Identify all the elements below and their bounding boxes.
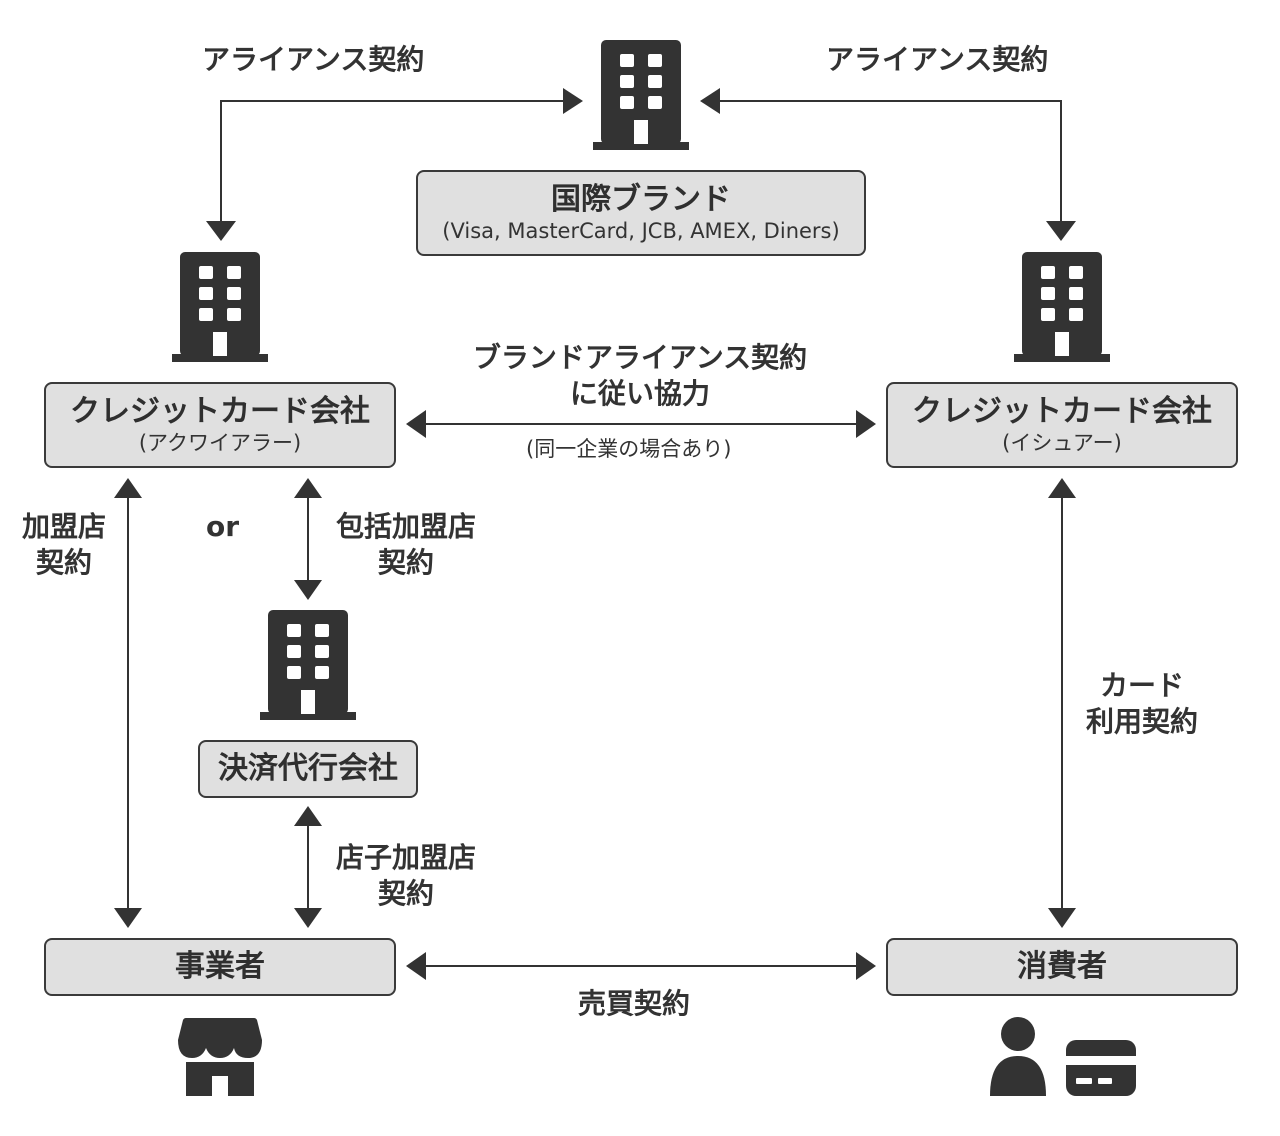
arrowhead-sales-right <box>856 952 876 980</box>
psp-box: 決済代行会社 <box>198 740 418 798</box>
arrowhead-alliance-right-left <box>700 88 720 114</box>
issuer-building-icon <box>1014 252 1110 362</box>
acquirer-title: クレジットカード会社 <box>70 394 370 429</box>
or-label: or <box>206 510 240 543</box>
issuer-box: クレジットカード会社 (イシュアー) <box>886 382 1238 468</box>
arrowhead-sub-merchant-down <box>294 908 322 928</box>
comprehensive-contract-label: 包括加盟店 契約 <box>324 509 488 581</box>
brand-alliance-label: ブランドアライアンス契約 に従い協力 <box>440 340 840 412</box>
sub-merchant-contract-label-line2: 契約 <box>377 877 434 910</box>
sales-contract-label: 売買契約 <box>578 987 691 1020</box>
merchant-contract-label-line1: 加盟店 <box>21 510 106 543</box>
brand-alliance-label-line2: に従い協力 <box>569 377 710 410</box>
comprehensive-contract-label-line1: 包括加盟店 <box>335 510 476 543</box>
alliance-left-label: アライアンス契約 <box>202 43 425 76</box>
same-company-note: (同一企業の場合あり) <box>526 437 732 461</box>
credit-card-icon <box>1066 1040 1136 1096</box>
arrowhead-merchant-up <box>114 478 142 498</box>
merchant-contract-label: 加盟店 契約 <box>14 509 114 581</box>
brand-building-icon <box>593 40 689 150</box>
arrowhead-alliance-left-down <box>206 221 236 241</box>
arrowhead-sub-merchant-up <box>294 806 322 826</box>
acquirer-building-icon <box>172 252 268 362</box>
arrowhead-sales-left <box>406 952 426 980</box>
brand-title: 国際ブランド <box>551 182 731 217</box>
alliance-right-label: アライアンス契約 <box>826 43 1049 76</box>
arrowhead-brand-alliance-right <box>856 410 876 438</box>
consumer-title: 消費者 <box>1017 949 1107 984</box>
arrowhead-comprehensive-up <box>294 478 322 498</box>
brand-alliance-label-line1: ブランドアライアンス契約 <box>472 341 808 374</box>
psp-building-icon <box>260 610 356 720</box>
arrowhead-card-use-down <box>1048 908 1076 928</box>
alliance-left-line <box>220 100 569 225</box>
brand-box: 国際ブランド (Visa, MasterCard, JCB, AMEX, Din… <box>416 170 866 256</box>
arrowhead-card-use-up <box>1048 478 1076 498</box>
issuer-title: クレジットカード会社 <box>912 394 1212 429</box>
arrowhead-alliance-right-down <box>1046 221 1076 241</box>
acquirer-box: クレジットカード会社 (アクワイアラー) <box>44 382 396 468</box>
comprehensive-contract-label-line2: 契約 <box>377 546 434 579</box>
card-use-contract-label-line2: 利用契約 <box>1085 705 1198 738</box>
merchant-box: 事業者 <box>44 938 396 996</box>
merchant-title: 事業者 <box>175 949 265 984</box>
arrowhead-comprehensive-down <box>294 580 322 600</box>
acquirer-subtitle: (アクワイアラー) <box>138 431 302 455</box>
arrowhead-brand-alliance-left <box>406 410 426 438</box>
card-use-contract-label-line1: カード <box>1099 669 1184 702</box>
consumer-box: 消費者 <box>886 938 1238 996</box>
issuer-subtitle: (イシュアー) <box>1002 431 1122 455</box>
brand-subtitle: (Visa, MasterCard, JCB, AMEX, Diners) <box>442 219 840 243</box>
arrowhead-alliance-left-right <box>563 88 583 114</box>
merchant-contract-label-line2: 契約 <box>35 546 92 579</box>
card-use-contract-label: カード 利用契約 <box>1072 668 1212 740</box>
sub-merchant-contract-label-line1: 店子加盟店 <box>335 841 476 874</box>
alliance-right-line <box>713 100 1062 225</box>
store-icon <box>178 1018 262 1096</box>
arrowhead-merchant-down <box>114 908 142 928</box>
person-icon <box>990 1017 1046 1096</box>
psp-title: 決済代行会社 <box>218 751 398 786</box>
sub-merchant-contract-label: 店子加盟店 契約 <box>324 840 488 912</box>
